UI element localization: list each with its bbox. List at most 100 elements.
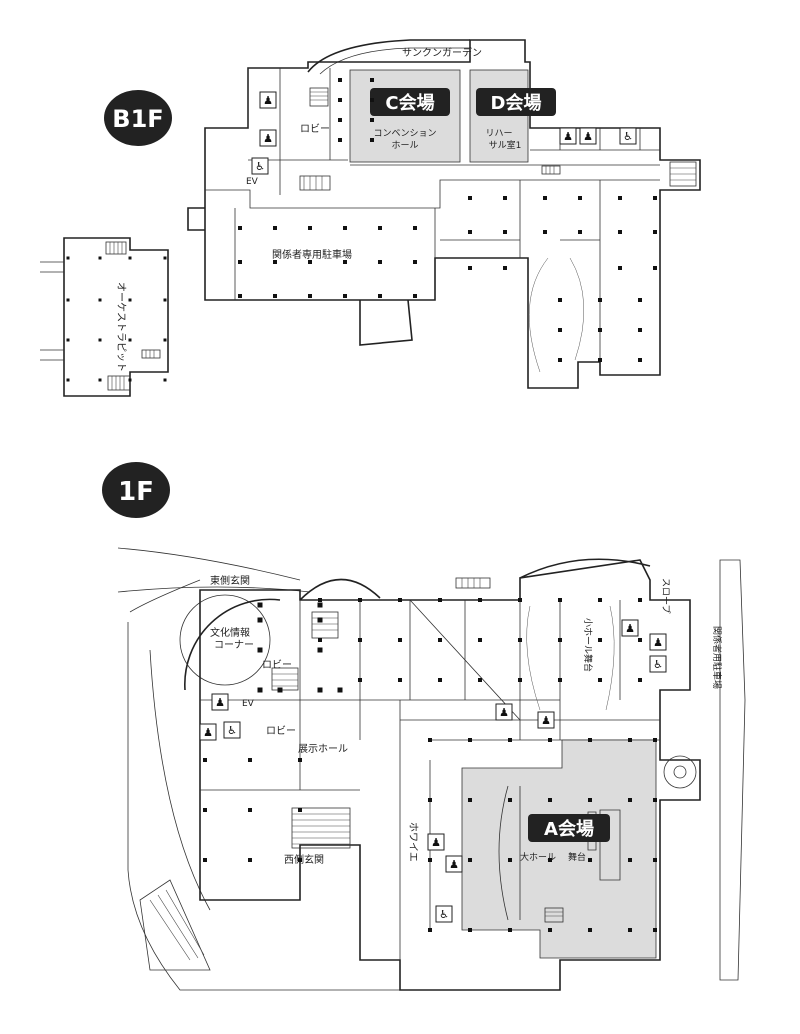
venue-d-room-line1: リハー	[485, 129, 512, 139]
column-marker	[298, 858, 302, 862]
b1f-columns	[66, 78, 657, 382]
column-marker	[238, 226, 242, 230]
west-entrance-label: 西側玄関	[284, 853, 324, 866]
column-marker	[558, 598, 562, 602]
column-marker	[398, 638, 402, 642]
column-marker	[66, 298, 70, 302]
column-marker	[503, 230, 507, 234]
f1-columns	[203, 598, 657, 932]
column-marker	[343, 260, 347, 264]
sunken-garden-label: サンクンガーデン	[402, 46, 482, 59]
column-marker	[343, 226, 347, 230]
venue-a-room	[461, 739, 657, 959]
column-marker	[317, 687, 323, 693]
column-marker	[653, 196, 657, 200]
toilet-icon: ♟	[537, 711, 555, 729]
toilet-icon: ♟	[579, 127, 597, 145]
f1-parking-label: 関係者用駐車場	[711, 626, 723, 689]
column-marker	[508, 738, 512, 742]
column-marker	[558, 358, 562, 362]
svg-text:♿: ♿	[653, 658, 663, 671]
b1f-floor: B1F サンクンガーデン コンベンション ホール C会場 リハー サル室1 D会…	[40, 39, 701, 397]
column-marker	[548, 798, 552, 802]
column-marker	[438, 598, 442, 602]
column-marker	[588, 738, 592, 742]
svg-text:♟: ♟	[583, 130, 593, 143]
column-marker	[578, 196, 582, 200]
column-marker	[438, 638, 442, 642]
column-marker	[413, 260, 417, 264]
column-marker	[317, 602, 323, 608]
column-marker	[468, 196, 472, 200]
slope-label: スロープ	[660, 578, 671, 613]
orchestra-pit-label: オーケストラピット	[115, 282, 127, 372]
b1f-badge-text: B1F	[112, 105, 163, 133]
column-marker	[548, 738, 552, 742]
column-marker	[358, 598, 362, 602]
column-marker	[653, 858, 657, 862]
column-marker	[468, 928, 472, 932]
svg-text:♿: ♿	[255, 160, 265, 173]
column-marker	[203, 758, 207, 762]
orchestra-pit-outline	[63, 237, 169, 397]
column-marker	[428, 738, 432, 742]
svg-text:♿: ♿	[227, 724, 237, 737]
column-marker	[66, 378, 70, 382]
column-marker	[653, 230, 657, 234]
f1-lobby-upper-label: ロビー	[262, 659, 292, 671]
column-marker	[518, 638, 522, 642]
column-marker	[128, 338, 132, 342]
svg-text:♟: ♟	[215, 696, 225, 709]
column-marker	[548, 928, 552, 932]
sunken-garden-arc	[307, 39, 470, 73]
column-marker	[238, 294, 242, 298]
column-marker	[338, 118, 342, 122]
column-marker	[358, 678, 362, 682]
column-marker	[653, 738, 657, 742]
column-marker	[598, 598, 602, 602]
foyer-label: ホワイエ	[407, 822, 419, 862]
venue-a-badge[interactable]: A会場	[528, 814, 610, 842]
column-marker	[468, 230, 472, 234]
exhibition-hall-label: 展示ホール	[298, 743, 348, 755]
column-marker	[628, 798, 632, 802]
column-marker	[378, 294, 382, 298]
column-marker	[238, 260, 242, 264]
grand-stage-label: 舞台	[568, 851, 586, 863]
f1-badge-text: 1F	[118, 477, 154, 507]
venue-c-room-line2: ホール	[391, 140, 418, 151]
column-marker	[378, 226, 382, 230]
column-marker	[503, 196, 507, 200]
toilet-icon: ♟	[259, 91, 277, 109]
column-marker	[257, 647, 263, 653]
toilet-icon: ♟	[649, 633, 667, 651]
f1-lobby-lower-label: ロビー	[266, 725, 296, 737]
column-marker	[558, 328, 562, 332]
column-marker	[543, 196, 547, 200]
column-marker	[638, 358, 642, 362]
b1f-main-outline	[187, 39, 701, 389]
column-marker	[128, 298, 132, 302]
column-marker	[318, 638, 322, 642]
svg-text:♟: ♟	[263, 94, 273, 107]
column-marker	[98, 338, 102, 342]
site-curve-1	[117, 547, 301, 581]
column-marker	[370, 78, 374, 82]
column-marker	[338, 78, 342, 82]
column-marker	[558, 638, 562, 642]
column-marker	[298, 758, 302, 762]
toilet-icon: ♟	[495, 703, 513, 721]
column-marker	[128, 378, 132, 382]
venue-d-badge[interactable]: D会場	[476, 88, 556, 116]
column-marker	[468, 266, 472, 270]
toilet-icon: ♟	[427, 833, 445, 851]
grand-hall-label: 大ホール	[520, 851, 556, 863]
column-marker	[588, 858, 592, 862]
column-marker	[413, 294, 417, 298]
column-marker	[413, 226, 417, 230]
column-marker	[618, 266, 622, 270]
venue-c-badge[interactable]: C会場	[370, 88, 450, 116]
venue-d-room-line2: サル室1	[489, 139, 522, 151]
b1f-stairs	[299, 87, 697, 191]
column-marker	[428, 858, 432, 862]
